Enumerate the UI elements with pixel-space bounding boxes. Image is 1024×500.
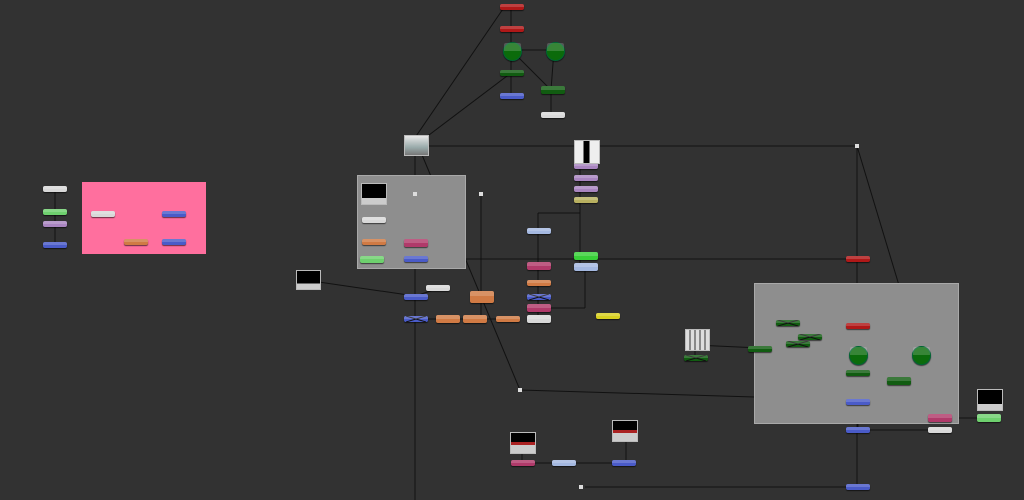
connection-edge[interactable] (409, 5, 506, 146)
write-node[interactable] (928, 427, 952, 433)
merge-node[interactable] (43, 242, 67, 248)
shuffle-node[interactable] (360, 256, 384, 263)
shuffle-node[interactable] (43, 186, 67, 192)
colorcorrect-node[interactable] (574, 163, 598, 169)
read-node[interactable] (846, 256, 870, 262)
merge-node[interactable] (846, 484, 870, 490)
shuffle-node[interactable] (43, 209, 67, 215)
read-node[interactable] (500, 4, 524, 10)
shuffle-node[interactable] (596, 313, 620, 319)
roto-node[interactable] (500, 70, 524, 76)
dot-node[interactable] (413, 192, 417, 196)
switch-node[interactable] (527, 294, 551, 300)
merge-node[interactable] (846, 399, 870, 405)
merge-node[interactable] (849, 346, 868, 365)
read-node-thumbnail[interactable] (574, 140, 600, 164)
merge-node[interactable] (404, 294, 428, 300)
read-node-thumbnail[interactable] (404, 135, 429, 156)
blur-node[interactable] (527, 304, 551, 312)
merge-node[interactable] (846, 427, 870, 433)
colorcorrect-node[interactable] (43, 221, 67, 227)
dot-node[interactable] (479, 192, 483, 196)
roto-node[interactable] (786, 341, 810, 347)
grade-node[interactable] (470, 291, 494, 303)
grade-node[interactable] (124, 239, 148, 245)
grade-node[interactable] (463, 315, 487, 323)
read-node-thumbnail[interactable] (685, 329, 710, 351)
roto-node[interactable] (541, 86, 565, 94)
shuffle-node[interactable] (574, 252, 598, 260)
grade-node[interactable] (527, 280, 551, 286)
blur-node[interactable] (527, 262, 551, 270)
viewer-node[interactable] (977, 389, 1003, 411)
roto-node[interactable] (798, 334, 822, 340)
shuffle-node[interactable] (977, 414, 1001, 422)
dot-node[interactable] (855, 144, 859, 148)
read-node[interactable] (846, 323, 870, 329)
viewer-node[interactable] (361, 183, 387, 205)
connection-edge[interactable] (304, 279, 416, 297)
blur-node[interactable] (404, 239, 428, 247)
merge-node[interactable] (546, 42, 565, 61)
transform-node[interactable] (552, 460, 576, 466)
switch-node[interactable] (404, 316, 428, 322)
transform-node[interactable] (574, 263, 598, 271)
roto-node[interactable] (748, 346, 772, 352)
merge-node[interactable] (912, 346, 931, 365)
viewer-node[interactable] (612, 420, 638, 442)
colorcorrect-node[interactable] (574, 175, 598, 181)
dot-node[interactable] (518, 388, 522, 392)
blur-node[interactable] (511, 460, 535, 466)
roto-node[interactable] (684, 355, 708, 361)
write-node[interactable] (541, 112, 565, 118)
write-node[interactable] (426, 285, 450, 291)
roto-node[interactable] (776, 320, 800, 326)
read-node[interactable] (500, 26, 524, 32)
connection-edge[interactable] (424, 72, 512, 139)
write-node[interactable] (362, 217, 386, 223)
grade-node[interactable] (362, 239, 386, 245)
viewer-node[interactable] (510, 432, 536, 454)
write-node[interactable] (527, 315, 551, 323)
shuffle-node[interactable] (574, 197, 598, 203)
merge-node[interactable] (500, 93, 524, 99)
dot-node[interactable] (579, 485, 583, 489)
merge-node[interactable] (503, 42, 522, 61)
viewer-node[interactable] (296, 270, 321, 290)
blur-node[interactable] (928, 414, 952, 422)
colorcorrect-node[interactable] (574, 186, 598, 192)
transform-node[interactable] (527, 228, 551, 234)
grade-node[interactable] (436, 315, 460, 323)
transform-node[interactable] (91, 211, 115, 217)
merge-node[interactable] (162, 211, 186, 217)
merge-node[interactable] (612, 460, 636, 466)
roto-node[interactable] (846, 370, 870, 376)
roto-node[interactable] (887, 377, 911, 385)
merge-node[interactable] (404, 256, 428, 262)
merge-node[interactable] (162, 239, 186, 245)
grade-node[interactable] (496, 316, 520, 322)
